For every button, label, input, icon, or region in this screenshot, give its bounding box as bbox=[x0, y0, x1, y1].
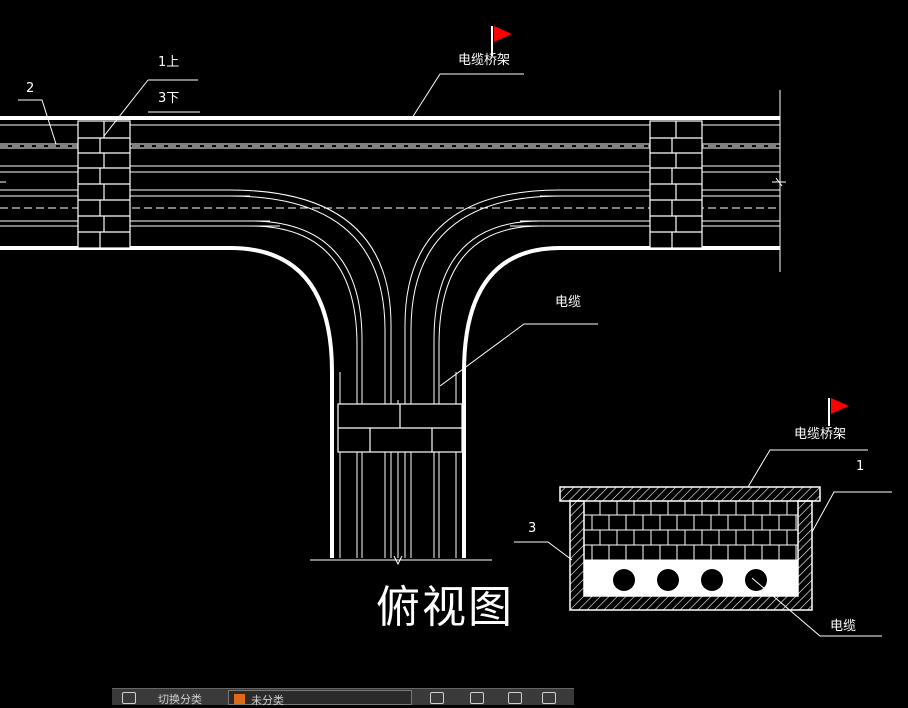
label-cable-tray-section: 电缆桥架 bbox=[794, 427, 847, 442]
cable-cross-section bbox=[701, 569, 723, 591]
leader-lines-top bbox=[18, 73, 598, 387]
layer-manager-icon[interactable] bbox=[122, 692, 136, 704]
toolbar-switch-category[interactable]: 切换分类 bbox=[158, 693, 202, 706]
section-brick-pattern bbox=[591, 501, 797, 560]
layer-color-swatch bbox=[234, 694, 245, 704]
view-title: 俯视图 bbox=[376, 582, 514, 633]
flag-icon-section bbox=[828, 398, 849, 426]
pointer-icon[interactable] bbox=[470, 692, 484, 704]
label-cable-tray-top: 电缆桥架 bbox=[458, 53, 511, 68]
fire-barrier-right bbox=[649, 120, 703, 249]
label-1-section: 1 bbox=[856, 459, 865, 474]
cable-cross-section bbox=[657, 569, 679, 591]
layer-dropdown[interactable]: 未分类 bbox=[228, 690, 412, 707]
label-cable-section: 电缆 bbox=[830, 619, 857, 634]
leader-lines-section bbox=[514, 449, 892, 637]
label-3-down: 3下 bbox=[158, 91, 180, 106]
fire-barrier-left bbox=[77, 120, 131, 249]
section-view bbox=[559, 486, 821, 611]
label-2: 2 bbox=[26, 81, 35, 96]
vertical-cable-tray-branch bbox=[229, 189, 561, 566]
cable-cross-section bbox=[613, 569, 635, 591]
label-3-section: 3 bbox=[528, 521, 537, 536]
bottom-toolbar: 切换分类 未分类 bbox=[112, 688, 574, 707]
fire-barrier-vertical bbox=[337, 403, 463, 453]
label-cable-top: 电缆 bbox=[555, 295, 582, 310]
edit-icon[interactable] bbox=[430, 692, 444, 704]
layer-name: 未分类 bbox=[251, 694, 284, 707]
label-1-up: 1上 bbox=[158, 55, 180, 70]
copy-icon[interactable] bbox=[508, 692, 522, 704]
print-icon[interactable] bbox=[542, 692, 556, 704]
flag-icon-top bbox=[491, 26, 512, 56]
